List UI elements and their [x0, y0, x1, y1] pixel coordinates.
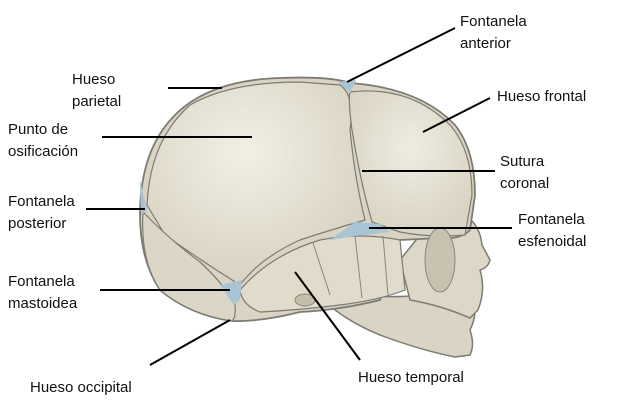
- label-hueso-temporal: Hueso temporal: [358, 367, 464, 389]
- label-line: Punto de: [8, 121, 69, 138]
- label-punto-osificacion: Punto de osificación: [8, 119, 78, 163]
- label-line: osificación: [8, 143, 79, 160]
- posterior-fontanelle: [140, 180, 147, 215]
- label-line: Fontanela: [518, 211, 585, 228]
- temporal-bone: [239, 235, 406, 313]
- label-line: Fontanela: [460, 13, 527, 30]
- label-fontanela-esfenoidal: Fontanela esfenoidal: [518, 209, 586, 253]
- label-sutura-coronal: Sutura coronal: [500, 151, 549, 195]
- orbit: [424, 227, 456, 293]
- label-line: Fontanela: [8, 273, 75, 290]
- occipital-bone: [142, 210, 236, 322]
- label-hueso-occipital: Hueso occipital: [30, 377, 132, 399]
- sphenoid-fontanelle: [330, 222, 390, 240]
- label-fontanela-anterior: Fontanela anterior: [460, 11, 527, 55]
- label-line: anterior: [460, 35, 511, 52]
- label-hueso-frontal: Hueso frontal: [497, 86, 586, 108]
- mastoid-fontanelle: [220, 280, 242, 305]
- label-line: Sutura: [500, 153, 545, 170]
- label-fontanela-posterior: Fontanela posterior: [8, 191, 75, 235]
- label-line: Hueso: [72, 71, 116, 88]
- label-line: mastoidea: [8, 295, 78, 312]
- label-fontanela-mastoidea: Fontanela mastoidea: [8, 271, 77, 315]
- anterior-fontanelle: [338, 80, 356, 93]
- label-line: Hueso frontal: [497, 88, 587, 105]
- label-line: posterior: [8, 215, 67, 232]
- label-hueso-parietal: Hueso parietal: [72, 69, 121, 113]
- label-line: parietal: [72, 93, 122, 110]
- label-line: coronal: [500, 175, 550, 192]
- label-line: Hueso occipital: [30, 379, 132, 396]
- leader-lines: [86, 27, 512, 366]
- label-line: Hueso temporal: [358, 369, 464, 386]
- label-line: Fontanela: [8, 193, 75, 210]
- label-line: esfenoidal: [518, 233, 587, 250]
